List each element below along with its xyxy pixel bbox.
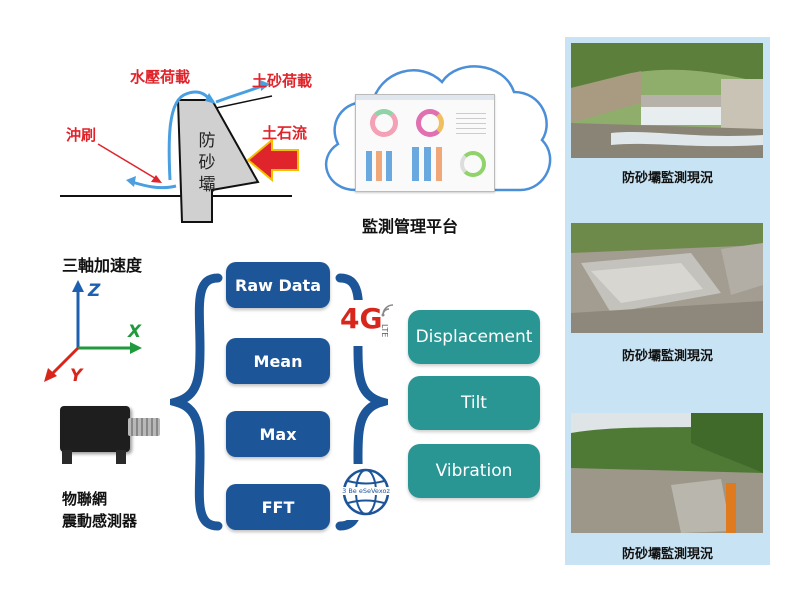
sensor-caption-line2: 震動感測器 xyxy=(62,512,138,530)
lte-text: LTE xyxy=(380,324,389,338)
sensor-body xyxy=(60,406,130,452)
scour-label: 沖刷 xyxy=(66,126,97,144)
axis-y-label: Y xyxy=(70,366,83,386)
water-load-label: 水壓荷載 xyxy=(130,68,191,86)
output-displacement: Displacement xyxy=(408,310,540,364)
dashboard-bars-2 xyxy=(412,147,446,181)
globe-text: 3 Be eSeVexoz xyxy=(342,487,390,495)
scour-arrow xyxy=(131,180,177,190)
dashboard-gauge xyxy=(460,151,486,177)
soil-load-label: 土砂荷載 xyxy=(252,72,313,90)
dashboard-donut-1 xyxy=(370,109,398,137)
axis-x-label: X xyxy=(128,322,142,342)
scour-arrowhead xyxy=(126,176,136,187)
sensor-connector xyxy=(128,418,160,436)
scour-red-arrowhead xyxy=(151,175,162,183)
dashboard-donut-2 xyxy=(416,109,444,137)
axis-title: 三軸加速度 xyxy=(62,256,143,275)
data-item-raw-data: Raw Data xyxy=(226,262,330,308)
dam-diagram xyxy=(60,80,299,223)
photo-3-caption: 防砂壩監測現況 xyxy=(621,547,713,562)
sensor-caption-line1: 物聯網 xyxy=(62,490,108,508)
output-tilt: Tilt xyxy=(408,376,540,430)
vibration-sensor-device xyxy=(58,404,168,466)
platform-caption: 監測管理平台 xyxy=(362,217,459,236)
dashboard-screenshot xyxy=(355,94,495,192)
data-item-fft: FFT xyxy=(226,484,330,530)
cellular-4g-text: 4G xyxy=(340,302,383,335)
water-pressure-arrowhead xyxy=(205,93,216,104)
dam-photo-3 xyxy=(571,413,763,533)
data-item-mean: Mean xyxy=(226,338,330,384)
soil-load-arrowhead xyxy=(260,80,270,91)
dashboard-header xyxy=(356,95,494,100)
dam-photo-2-scene xyxy=(571,223,763,333)
dam-photo-1 xyxy=(571,43,763,158)
soil-load-line xyxy=(215,95,273,109)
dam-label: 防 砂 壩 xyxy=(195,130,219,196)
sensor-foot-1 xyxy=(62,450,72,464)
data-item-max: Max xyxy=(226,411,330,457)
photo-1-caption: 防砂壩監測現況 xyxy=(621,171,713,186)
dam-photo-3-scene xyxy=(571,413,763,533)
signal-icon xyxy=(381,304,394,317)
cellular-4g-badge: 4G LTE xyxy=(338,300,400,346)
axes-diagram xyxy=(44,280,142,382)
soil-load-arrow xyxy=(215,84,263,104)
dam-label-char: 砂 xyxy=(198,153,216,173)
water-pressure-arrow xyxy=(167,90,212,181)
dashboard-bars-1 xyxy=(366,151,398,181)
globe-badge: 3 Be eSeVexoz xyxy=(338,464,394,520)
sensor-foot-2 xyxy=(116,450,126,464)
left-brace xyxy=(170,273,223,531)
axis-z-label: Z xyxy=(88,281,101,301)
dashboard-list xyxy=(456,109,486,135)
dam-label-char: 防 xyxy=(198,131,216,151)
dam-photo-1-scene xyxy=(571,43,763,158)
debris-flow-arrow xyxy=(246,137,299,183)
scour-red-arrow xyxy=(97,143,159,181)
dam-label-char: 壩 xyxy=(198,175,216,195)
debris-flow-label: 土石流 xyxy=(262,124,308,142)
dam-photo-2 xyxy=(571,223,763,333)
photo-2-caption: 防砂壩監測現況 xyxy=(621,349,713,364)
output-vibration: Vibration xyxy=(408,444,540,498)
